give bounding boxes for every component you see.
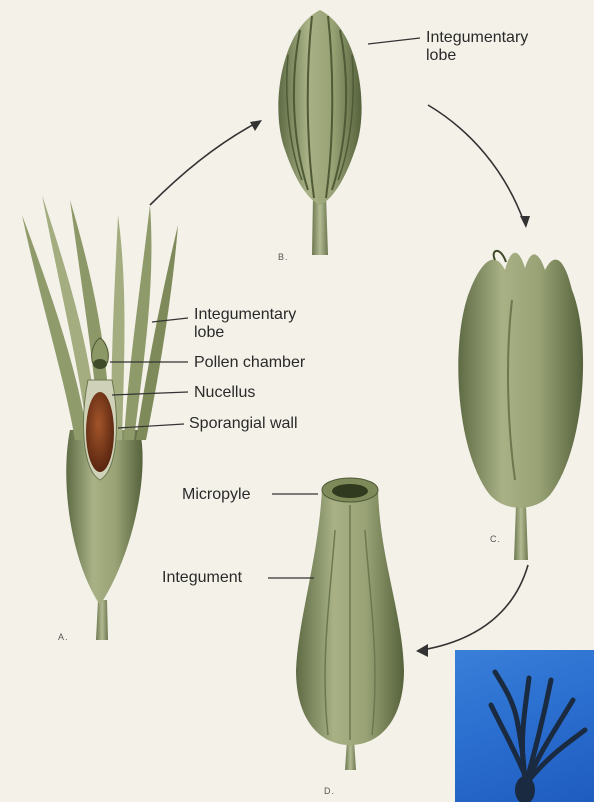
label-integumentary-lobe-b: Integumentary lobe bbox=[426, 29, 528, 65]
label-integumentary-lobe-a: Integumentary lobe bbox=[194, 306, 296, 342]
panel-c-ovule bbox=[458, 251, 583, 560]
label-pollen-chamber: Pollen chamber bbox=[194, 354, 305, 372]
label-integument: Integument bbox=[162, 569, 242, 587]
arrow-c-to-d bbox=[422, 565, 528, 650]
panel-letter-c: C. bbox=[490, 534, 501, 544]
fossil-photo-inset bbox=[455, 650, 594, 802]
fossil-silhouette bbox=[455, 650, 594, 802]
panel-b-ovule bbox=[278, 10, 361, 255]
arrow-a-to-b bbox=[150, 122, 258, 205]
panel-letter-a: A. bbox=[58, 632, 69, 642]
panel-letter-b: B. bbox=[278, 252, 289, 262]
panel-d-ovule bbox=[296, 478, 404, 770]
label-sporangial-wall: Sporangial wall bbox=[189, 415, 298, 433]
label-micropyle: Micropyle bbox=[182, 486, 250, 504]
arrow-b-to-c bbox=[428, 105, 524, 222]
label-nucellus: Nucellus bbox=[194, 384, 255, 402]
panel-a-ovule bbox=[22, 195, 178, 640]
panel-letter-d: D. bbox=[324, 786, 335, 796]
